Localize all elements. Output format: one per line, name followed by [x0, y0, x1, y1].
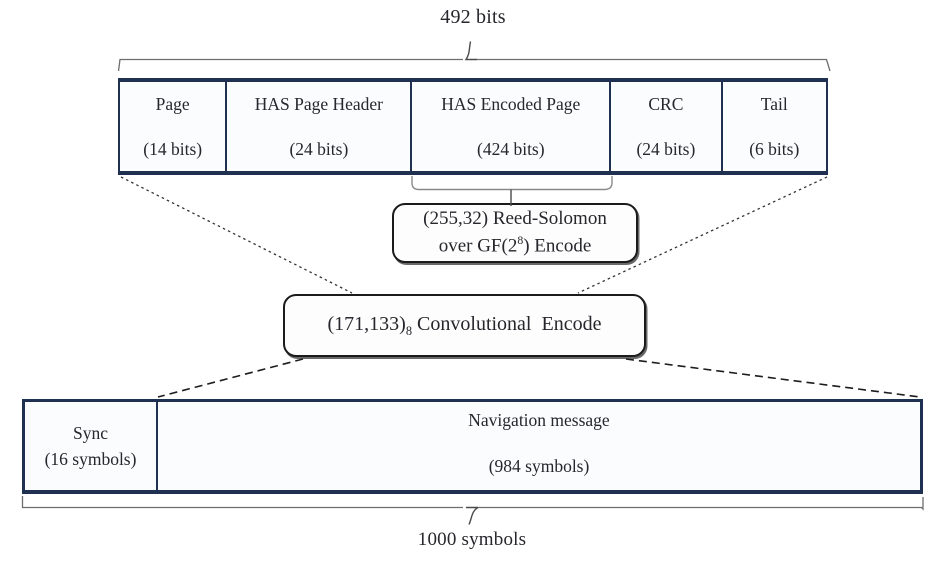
cell-tail: Tail (6 bits): [720, 82, 826, 171]
conv-subscript: 8: [405, 323, 413, 338]
encoded-page-bracket: [411, 176, 613, 191]
total-bits-label: 492 bits: [440, 6, 506, 28]
cell-page-size: (14 bits): [143, 139, 203, 159]
cell-has-encoded-page-size: (424 bits): [477, 139, 545, 159]
total-symbols-label: 1000 symbols: [417, 529, 527, 550]
cell-page-label: Page: [155, 94, 190, 114]
convolutional-encode-box: (171,133)8 Convolutional Encode: [283, 294, 646, 357]
reed-solomon-line2: over GF(28) Encode: [439, 233, 592, 260]
rs-line2-suffix: ) Encode: [523, 235, 592, 257]
bottom-bracket: [21, 496, 924, 511]
cell-has-page-header-size: (24 bits): [289, 139, 349, 159]
packet-structure-box: Page (14 bits) HAS Page Header (24 bits)…: [118, 78, 828, 175]
cell-navigation-message-label: Navigation message: [468, 410, 610, 430]
cell-sync-size: (16 symbols): [44, 449, 137, 469]
cell-has-encoded-page: HAS Encoded Page (424 bits): [410, 82, 609, 171]
cell-page: Page (14 bits): [120, 82, 225, 171]
rs-line2-text: over GF(2: [438, 235, 518, 257]
cell-sync-label: Sync: [73, 422, 108, 443]
fan-line-lower-left: [157, 358, 304, 398]
convolutional-label: (171,133)8 Convolutional Encode: [328, 313, 602, 339]
rs-exponent: 8: [517, 233, 524, 247]
cell-navigation-message-size: (984 symbols): [488, 456, 590, 476]
cell-crc-label: CRC: [648, 94, 684, 114]
symbol-frame-box: Sync (16 symbols) Navigation message (98…: [22, 399, 923, 494]
cell-has-encoded-page-label: HAS Encoded Page: [441, 94, 581, 114]
cell-has-page-header-label: HAS Page Header: [254, 94, 384, 114]
cell-navigation-message: Navigation message (984 symbols): [156, 402, 920, 490]
fan-line-lower-right: [625, 358, 921, 398]
bottom-bracket-center-tick: [466, 506, 479, 525]
cell-crc: CRC (24 bits): [609, 82, 720, 171]
top-bracket-center-tick: [464, 41, 477, 61]
cell-has-page-header: HAS Page Header (24 bits): [225, 82, 410, 171]
cell-sync: Sync (16 symbols): [25, 402, 156, 490]
cell-crc-size: (24 bits): [636, 139, 696, 159]
cell-tail-size: (6 bits): [749, 139, 800, 159]
conv-prefix: (171,133): [327, 312, 406, 335]
top-bracket: [117, 58, 831, 72]
cell-tail-label: Tail: [760, 94, 788, 114]
fan-line-upper-left: [120, 176, 353, 294]
reed-solomon-line1: (255,32) Reed-Solomon: [423, 207, 607, 229]
reed-solomon-encode-box: (255,32) Reed-Solomon over GF(28) Encode: [392, 203, 638, 263]
conv-suffix: Convolutional Encode: [412, 312, 602, 335]
